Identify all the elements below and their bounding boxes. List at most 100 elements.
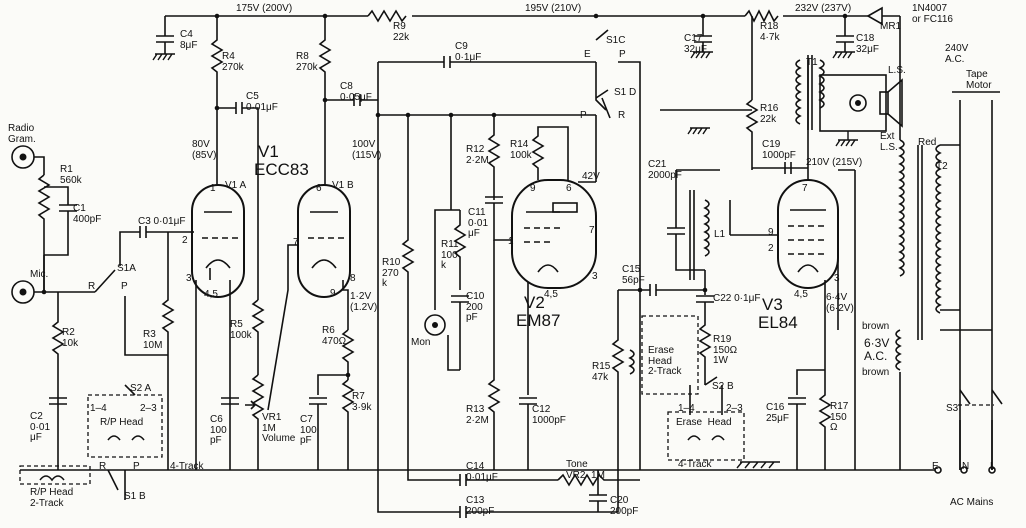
c4-label: C4 8μF (180, 29, 198, 51)
l1-label: L1 (714, 229, 726, 240)
switch-letter-p-3: P (619, 49, 626, 60)
c17-label: C17 32μF (684, 33, 707, 55)
r1-label: R1 560k (60, 164, 82, 186)
capacitor-c5 (217, 102, 259, 300)
capacitor-c21 (667, 169, 720, 271)
switch-s1a (94, 231, 140, 293)
tube-v2-ref: V2 (524, 293, 545, 312)
tube-v1a (191, 184, 245, 298)
pin-v2-7: 7 (589, 225, 595, 236)
r5-label: R5 100k (230, 319, 252, 341)
s1c-label: S1C (606, 35, 626, 46)
rp-head-2track-label: R/P Head 2-Track (30, 487, 74, 509)
switch-letter-p-1: P (121, 281, 128, 292)
resistor-r13 (487, 240, 501, 470)
resistor-r2 (51, 292, 65, 470)
switch-s2b (704, 376, 718, 386)
tube-v3-ref: V3 (762, 295, 783, 314)
c6-label: C6 100 pF (210, 414, 227, 446)
resistor-r1 (37, 174, 51, 292)
rail-label-100v: 100V (115V) (352, 139, 382, 161)
rp-head-4track (87, 384, 163, 458)
r15-label: R15 47k (592, 361, 611, 383)
capacitor-c14 (407, 470, 558, 486)
capacitor-c2 (49, 397, 67, 405)
s3-label: S3 (946, 403, 959, 414)
c16-label: C16 25μF (766, 402, 789, 424)
tube-v3 (777, 179, 839, 289)
rail-label-232v: 232V (237V) (795, 3, 852, 14)
mains-letter-e: E (932, 461, 939, 472)
switch-letter-r-1: R (88, 281, 96, 292)
r13-label: R13 2·2M (466, 404, 489, 426)
capacitor-c11 (485, 196, 512, 241)
resistor-r9 (367, 9, 407, 23)
red-wire-label: Red (918, 137, 937, 148)
switch-s1d (595, 89, 611, 119)
monitor-jack (424, 314, 446, 336)
resistor-r8 (318, 16, 332, 95)
pin-v1b-9: 9 (330, 288, 336, 299)
rail-label-210v: 210V (215V) (806, 157, 863, 168)
tube-v1-ref: V1 (258, 142, 279, 161)
resistor-r17 (818, 280, 832, 470)
switch-letter-e-1: E (584, 49, 591, 60)
rail-label-195v: 195V (210V) (525, 3, 582, 14)
r14-label: R14 100k (510, 139, 532, 161)
capacitor-c19 (752, 162, 809, 180)
vr1-label: VR1 1M Volume (262, 412, 296, 444)
r17-label: R17 150 Ω (830, 401, 849, 433)
mains-switch-s3 (958, 389, 1003, 406)
pin-v3-9: 9 (768, 227, 774, 238)
c2-label: C2 0·01 μF (30, 411, 51, 443)
mon-label: Mon (411, 337, 431, 348)
c19-label: C19 1000pF (762, 139, 796, 161)
pin-v2-3: 3 (592, 271, 598, 282)
ls-label: L.S. (888, 65, 906, 76)
c18-label: C18 32μF (856, 33, 879, 55)
resistor-r7 (341, 379, 355, 470)
s1a-label: S1A (117, 263, 136, 274)
c5-label: C5 0·01μF (246, 91, 278, 113)
capacitor-c8 (325, 94, 378, 106)
erase-head-label: Erase Head (676, 417, 732, 428)
capacitor-c3 (139, 226, 190, 238)
resistor-r18 (744, 9, 779, 23)
resistor-r6 (341, 329, 355, 380)
head-pins-23-left: 2–3 (140, 403, 157, 414)
rp-head-label: R/P Head (100, 417, 144, 428)
r10-label: R10 270 k (382, 257, 401, 289)
pin-v3-2: 2 (768, 243, 774, 254)
c12-label: C12 1000pF (532, 404, 566, 426)
mains-letter-n: N (962, 461, 970, 472)
pin-v2-9: 9 (530, 183, 536, 194)
resistor-r5 (251, 299, 265, 375)
brown-wire-label-top: brown (862, 321, 890, 332)
r2-label: R2 10k (62, 327, 79, 349)
mic-input-jack (11, 280, 95, 304)
supply-rail (165, 6, 900, 26)
ext-ls-label: Ext L.S. (880, 131, 898, 153)
tube-v3-type: EL84 (758, 313, 798, 332)
r8-label: R8 270k (296, 51, 318, 73)
r19-label: R19 150Ω 1W (713, 334, 738, 366)
pin-v1b-7: 7 (293, 237, 299, 248)
four-track-label-right: 4-Track (678, 459, 712, 470)
resistor-r16 (745, 16, 759, 170)
switch-letter-r-2: R (99, 461, 107, 472)
r16-label: R16 22k (760, 103, 779, 125)
switch-letter-p-2: P (133, 461, 140, 472)
resistor-r14 (531, 126, 569, 180)
pin-v1a-1: 1 (210, 183, 216, 194)
pin-v2-1: 1 (508, 236, 514, 247)
r3-label: R3 10M (143, 329, 163, 351)
r18-label: R18 4·7k (760, 21, 780, 43)
switch-s1b (107, 469, 126, 500)
pin-v1-45: 4,5 (204, 289, 218, 300)
resistor-r10 (401, 115, 415, 470)
capacitor-c16 (788, 369, 825, 470)
pin-v1a-3: 3 (186, 273, 192, 284)
capacitor-c10 (451, 295, 469, 370)
r4-label: R4 270k (222, 51, 244, 73)
resistor-r3 (161, 232, 175, 470)
